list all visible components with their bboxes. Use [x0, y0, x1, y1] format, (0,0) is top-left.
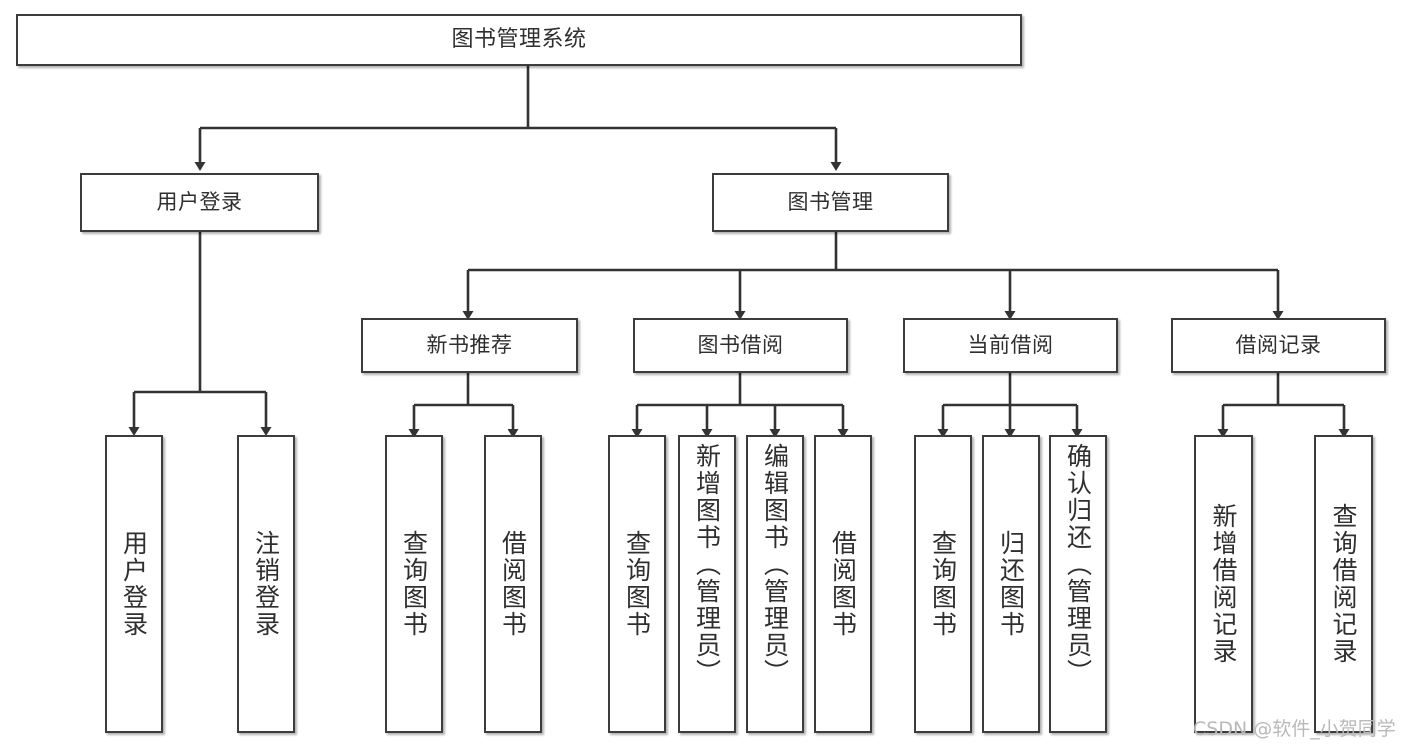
node-label: 查询借阅记录	[1329, 503, 1358, 665]
node-book-borrow[interactable]: 图书借阅	[633, 318, 848, 373]
leaf-query-borrow-record[interactable]: 查询借阅记录	[1314, 435, 1373, 733]
node-label: 当前借阅	[967, 333, 1054, 358]
node-root-system[interactable]: 图书管理系统	[16, 14, 1022, 66]
node-book-management[interactable]: 图书管理	[712, 173, 949, 232]
leaf-confirm-return-admin[interactable]: 确认归还（管理员）	[1049, 435, 1107, 733]
leaf-query-book-recommend[interactable]: 查询图书	[385, 435, 443, 733]
node-label: 图书管理系统	[451, 27, 587, 53]
node-label: 新增借阅记录	[1209, 503, 1238, 665]
node-borrow-record[interactable]: 借阅记录	[1171, 318, 1386, 373]
leaf-add-borrow-record[interactable]: 新增借阅记录	[1194, 435, 1253, 733]
leaf-query-book-borrow[interactable]: 查询图书	[608, 435, 666, 733]
leaf-borrow-book-recommend[interactable]: 借阅图书	[484, 435, 542, 733]
node-label: 查询图书	[622, 530, 652, 638]
node-label: 编辑图书（管理员）	[760, 443, 790, 686]
node-label: 新书推荐	[426, 333, 513, 358]
leaf-edit-book-admin[interactable]: 编辑图书（管理员）	[746, 435, 804, 733]
node-label: 归还图书	[996, 530, 1026, 638]
node-user-login[interactable]: 用户登录	[80, 173, 319, 232]
leaf-logout[interactable]: 注销登录	[237, 435, 295, 733]
node-label: 借阅图书	[498, 530, 528, 638]
node-label: 用户登录	[119, 530, 149, 638]
node-new-book-recommend[interactable]: 新书推荐	[361, 318, 578, 373]
node-label: 查询图书	[399, 530, 429, 638]
node-label: 用户登录	[156, 190, 243, 215]
leaf-add-book-admin[interactable]: 新增图书（管理员）	[678, 435, 736, 733]
leaf-query-book-current[interactable]: 查询图书	[914, 435, 972, 733]
node-label: 注销登录	[251, 530, 281, 638]
node-label: 图书借阅	[697, 333, 784, 358]
leaf-user-login[interactable]: 用户登录	[105, 435, 163, 733]
csdn-watermark: CSDN @软件_小贺同学	[1193, 718, 1396, 740]
node-label: 确认归还（管理员）	[1063, 443, 1093, 686]
leaf-return-book[interactable]: 归还图书	[982, 435, 1040, 733]
node-label: 查询图书	[928, 530, 958, 638]
leaf-borrow-book[interactable]: 借阅图书	[814, 435, 872, 733]
node-label: 图书管理	[787, 190, 874, 215]
node-label: 借阅图书	[828, 530, 858, 638]
node-label: 借阅记录	[1235, 333, 1322, 358]
node-current-borrow[interactable]: 当前借阅	[903, 318, 1118, 373]
node-label: 新增图书（管理员）	[692, 443, 722, 686]
